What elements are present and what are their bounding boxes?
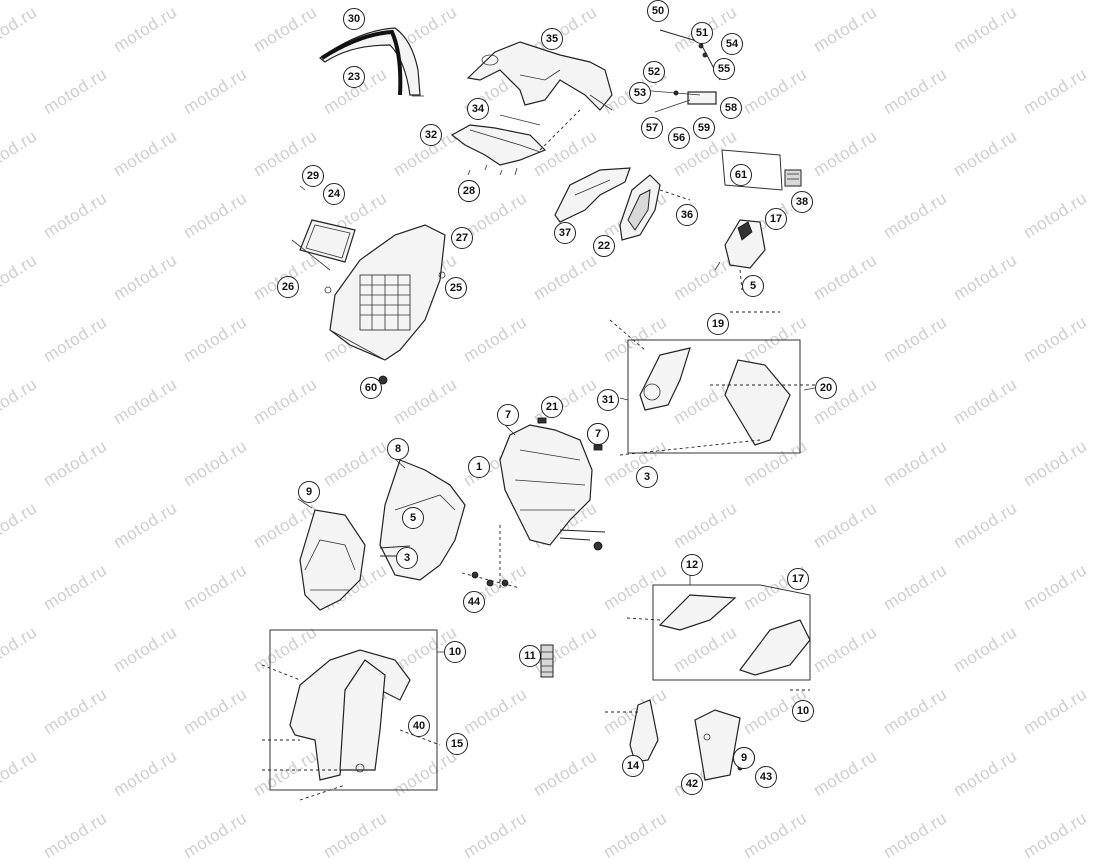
callout-14: 14	[622, 755, 644, 777]
callout-51: 51	[691, 22, 713, 44]
callout-21: 21	[541, 396, 563, 418]
callout-29: 29	[302, 165, 324, 187]
part-41-42-screws	[461, 571, 521, 589]
callout-12: 12	[681, 554, 703, 576]
part-32-rear-inner-cover	[450, 109, 581, 176]
callout-31: 31	[597, 389, 619, 411]
exploded-view-drawing	[261, 27, 816, 801]
callout-25: 25	[445, 277, 467, 299]
callout-24: 24	[323, 183, 345, 205]
box-15-kit	[626, 584, 811, 691]
part-24-airbox	[324, 224, 446, 385]
part-12-cover	[694, 709, 743, 781]
callout-36: 36	[676, 204, 698, 226]
callout-20: 20	[815, 377, 837, 399]
box-20-kit	[609, 311, 815, 456]
callout-1: 1	[468, 456, 490, 478]
callout-10: 10	[792, 700, 814, 722]
callout-42: 42	[681, 773, 703, 795]
part-60-protective-film	[721, 149, 802, 191]
part-3-inner-fairing	[499, 417, 606, 590]
callout-54: 54	[721, 33, 743, 55]
part-50-licence-bracket	[639, 29, 721, 123]
callout-56: 56	[668, 127, 690, 149]
part-35-rear-frame-cover	[466, 41, 613, 111]
callout-9: 9	[298, 481, 320, 503]
callout-19: 19	[707, 313, 729, 335]
callout-10: 10	[444, 641, 466, 663]
part-22-cover	[714, 219, 766, 291]
part-29-filter-plate	[291, 185, 356, 271]
callout-17: 17	[765, 208, 787, 230]
part-1-headlight-mask	[299, 509, 366, 611]
part-30-windscreen-trim	[318, 27, 424, 97]
callout-58: 58	[720, 97, 742, 119]
callout-59: 59	[693, 117, 715, 139]
callout-17: 17	[787, 568, 809, 590]
part-36-rear-side-cover	[554, 167, 631, 223]
callout-5: 5	[742, 275, 764, 297]
callout-53: 53	[629, 82, 651, 104]
callout-37: 37	[554, 222, 576, 244]
callout-40: 40	[408, 715, 430, 737]
box-8-front-fender	[261, 629, 441, 801]
callout-15: 15	[446, 733, 468, 755]
part-11-hand-guard	[605, 699, 659, 763]
callout-44: 44	[463, 591, 485, 613]
callout-50: 50	[647, 0, 669, 22]
callout-27: 27	[451, 227, 473, 249]
callout-5: 5	[402, 507, 424, 529]
callout-22: 22	[593, 235, 615, 257]
part-37-side-panel	[619, 174, 691, 241]
callout-7: 7	[587, 423, 609, 445]
callout-43: 43	[755, 766, 777, 788]
callout-57: 57	[641, 117, 663, 139]
callout-11: 11	[519, 645, 541, 667]
callout-23: 23	[343, 66, 365, 88]
callout-32: 32	[420, 124, 442, 146]
callout-30: 30	[343, 8, 365, 30]
part-40-spring	[540, 644, 554, 678]
callout-7: 7	[497, 404, 519, 426]
callout-3: 3	[636, 466, 658, 488]
callout-9: 9	[733, 747, 755, 769]
callout-34: 34	[467, 98, 489, 120]
callout-60: 60	[360, 377, 382, 399]
callout-61: 61	[730, 164, 752, 186]
callout-8: 8	[387, 438, 409, 460]
callout-28: 28	[458, 180, 480, 202]
callout-55: 55	[713, 58, 735, 80]
callout-52: 52	[643, 61, 665, 83]
callout-3: 3	[396, 547, 418, 569]
callout-26: 26	[277, 276, 299, 298]
callout-38: 38	[791, 191, 813, 213]
callout-35: 35	[541, 28, 563, 50]
